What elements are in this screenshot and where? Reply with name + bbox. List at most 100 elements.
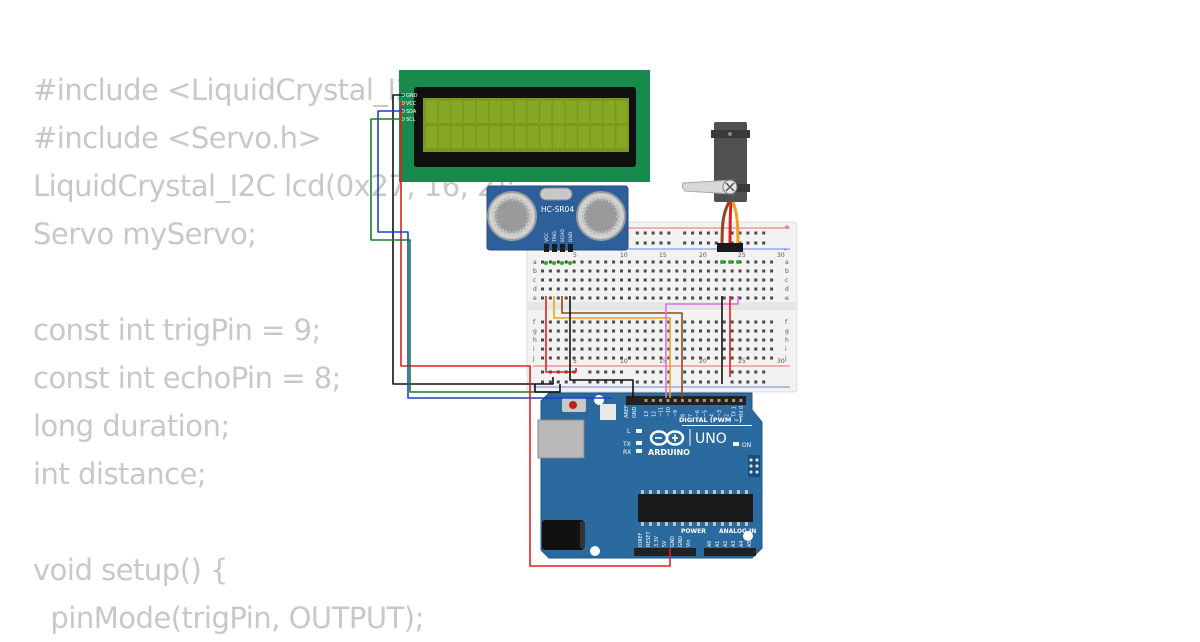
analog-pin-label: A3: [731, 541, 737, 547]
digital-header: [626, 396, 746, 405]
wires: [370, 94, 739, 567]
digital-pin-label: 4: [710, 414, 716, 417]
digital-pin-label: 12: [651, 411, 657, 417]
code-line: #include <Servo.h>: [33, 121, 322, 155]
column-number: 10: [620, 252, 628, 259]
digital-pin[interactable]: [695, 399, 699, 402]
led-l-label: L: [627, 428, 631, 435]
sensor-label: HC-SR04: [541, 205, 574, 214]
row-letter: a: [785, 259, 789, 266]
power-pin-label: IOREF: [638, 532, 644, 547]
gnd-label: GND: [632, 406, 638, 418]
wire-lcd-sda: [377, 110, 612, 399]
wire-lcd-vcc: [400, 102, 531, 377]
digital-pin-label: RX 0: [739, 406, 745, 417]
lcd-pin-label: SDA: [406, 109, 417, 115]
microcontroller-chip: [638, 494, 753, 522]
row-letter: h: [785, 337, 789, 344]
wire-gnd-rail: [534, 384, 561, 393]
power-pin-label: Vin: [686, 539, 692, 547]
digital-pin[interactable]: [673, 399, 677, 402]
row-letter: d: [533, 286, 537, 293]
column-number: 25: [738, 358, 746, 365]
column-number: 10: [620, 358, 628, 365]
breadboard-holes: [541, 231, 774, 384]
row-letter: f: [785, 319, 788, 326]
row-letter: i: [533, 346, 535, 353]
power-label: POWER: [681, 528, 706, 535]
servo-motor[interactable]: [681, 122, 750, 264]
wire-sensor-gnd: [569, 296, 634, 398]
rail-sign: +: [784, 223, 790, 231]
power-pin-label: GND: [678, 536, 684, 547]
analog-pin-label: A4: [739, 541, 745, 547]
digital-pin-label: ~5: [702, 410, 708, 417]
sensor-pin[interactable]: [568, 244, 573, 252]
digital-pin[interactable]: [717, 399, 721, 402]
power-pin-label: RESET: [646, 532, 652, 547]
sensor-pin[interactable]: [544, 244, 549, 252]
digital-pin[interactable]: [659, 399, 663, 402]
column-number: 20: [699, 358, 707, 365]
digital-pin-label: 8: [681, 414, 687, 417]
sensor-pin[interactable]: [560, 244, 565, 252]
digital-pin[interactable]: [651, 399, 655, 402]
arduino-brand-label: ARDUINO: [648, 448, 690, 457]
digital-pin[interactable]: [644, 399, 648, 402]
wire-sensor-echo: [561, 296, 683, 398]
power-pin-label: GND: [670, 536, 676, 547]
digital-pin-label: ~10: [666, 407, 672, 417]
wire-lcd-scl: [370, 118, 560, 393]
arduino-logo-icon: [649, 430, 685, 446]
row-letter: i: [785, 346, 787, 353]
digital-pwm-label: DIGITAL (PWM ~): [679, 416, 742, 424]
wire-sensor-trig: [553, 296, 671, 398]
row-letter: a: [533, 259, 537, 266]
digital-pin-label: ~11: [659, 407, 665, 417]
lcd-pin-label: VCC: [406, 101, 417, 107]
digital-pin[interactable]: [710, 399, 714, 402]
digital-pin[interactable]: [739, 399, 743, 402]
wire-lcd-gnd: [392, 94, 554, 385]
row-letter: e: [533, 295, 537, 302]
digital-pin[interactable]: [732, 399, 736, 402]
digital-pin[interactable]: [681, 399, 684, 402]
analog-pin-label: A2: [723, 541, 729, 547]
row-letter: h: [533, 337, 537, 344]
code-line: const int trigPin = 9;: [33, 313, 321, 347]
analog-pin-label: A0: [707, 541, 713, 547]
code-line: const int echoPin = 8;: [33, 361, 341, 395]
digital-pin[interactable]: [666, 399, 670, 402]
column-number: 20: [699, 252, 707, 259]
wire-5v-power: [529, 377, 671, 567]
column-number: 5: [573, 252, 577, 259]
digital-pin-label: ~6: [695, 410, 701, 417]
power-header: [634, 548, 696, 556]
sensor-pin[interactable]: [552, 244, 557, 252]
digital-pin[interactable]: [724, 399, 728, 402]
digital-pin[interactable]: [688, 399, 692, 402]
code-line: int distance;: [33, 457, 207, 491]
digital-pin-label: 13: [644, 411, 650, 417]
row-letter: f: [533, 319, 536, 326]
aref-label: AREF: [624, 405, 630, 418]
digital-pin-label: 2: [724, 414, 730, 417]
digital-pin[interactable]: [702, 399, 706, 402]
digital-pin-label: TX 1: [732, 406, 738, 418]
row-letter: c: [533, 277, 536, 284]
uno-label: UNO: [695, 431, 727, 447]
column-number: 15: [659, 252, 667, 259]
row-letter: j: [532, 355, 535, 362]
column-number: 30: [777, 252, 785, 259]
on-led-label: ON: [742, 442, 751, 449]
sensor-pin-label: TRIG: [552, 231, 558, 243]
led-tx-label: TX: [622, 441, 631, 448]
servo-horn[interactable]: [681, 179, 738, 195]
wire-sensor-vcc: [545, 296, 577, 373]
code-line: void setup() {: [33, 553, 229, 587]
usb-port: [537, 419, 585, 459]
